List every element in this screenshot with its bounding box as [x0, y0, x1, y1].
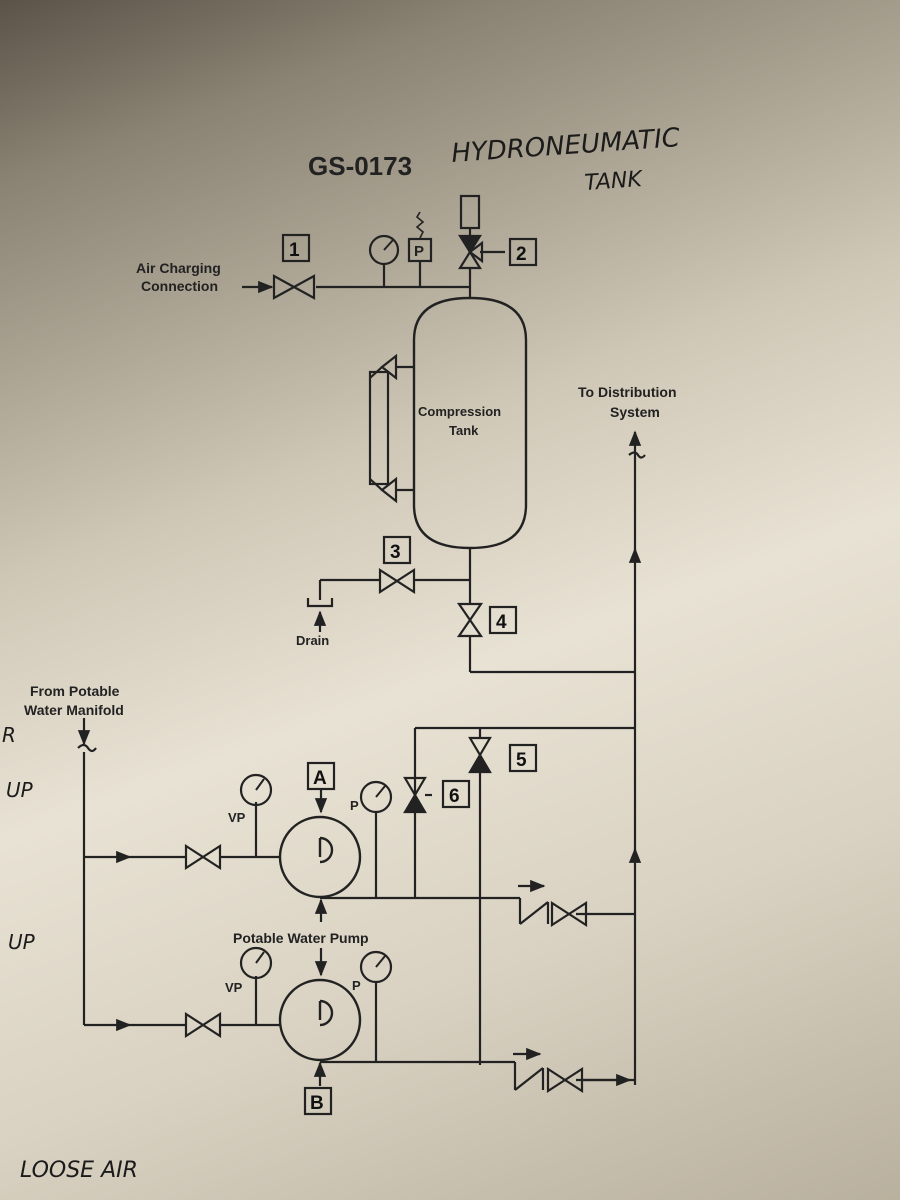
valve-4 — [456, 602, 484, 638]
suction-valve-lower — [184, 1011, 222, 1039]
margin-note-2: UP — [6, 778, 34, 802]
handwritten-title-tank: TANK — [584, 167, 645, 196]
check-valve-upper — [518, 879, 550, 925]
pressure-switch-label: P — [414, 243, 424, 260]
air-charging-label: Air Charging — [136, 260, 221, 276]
pressure-gauge-icon — [359, 780, 393, 814]
margin-note-3: UP — [8, 930, 36, 954]
suction-valve-upper — [184, 843, 222, 871]
compression-tank-label-2: Tank — [449, 423, 479, 438]
vacuum-gauge-icon — [239, 946, 273, 980]
callout-2: 2 — [516, 244, 527, 265]
vp-label-lower: VP — [225, 980, 243, 995]
air-charging-label-2: Connection — [141, 278, 218, 294]
valve-6 — [403, 776, 432, 814]
handwritten-title: HYDRONEUMATIC — [450, 123, 681, 169]
document-code: GS-0173 — [308, 151, 412, 181]
discharge-valve-lower — [546, 1066, 584, 1094]
margin-note-1: R — [2, 723, 16, 747]
callout-box-5 — [508, 743, 538, 773]
compression-tank-label: Compression — [418, 404, 501, 419]
from-potable-label: From Potable — [30, 683, 120, 699]
to-distribution-label: To Distribution — [578, 384, 677, 400]
callout-box-b — [303, 1086, 333, 1116]
compression-tank: Compression Tank — [412, 296, 528, 550]
callout-1: 1 — [289, 240, 300, 261]
margin-note-4: LOOSE AIR — [20, 1158, 138, 1183]
callout-box-4 — [488, 605, 518, 635]
valve-3 — [378, 567, 416, 595]
pump-b — [278, 978, 362, 1062]
drain-label: Drain — [296, 633, 329, 648]
callout-3: 3 — [390, 542, 401, 563]
callout-6: 6 — [449, 786, 460, 807]
potable-water-pump-label: Potable Water Pump — [233, 930, 369, 946]
pressure-gauge-icon — [368, 234, 400, 266]
callout-4: 4 — [496, 612, 507, 633]
sight-glass — [368, 353, 414, 504]
callout-box-a — [306, 761, 336, 791]
pump-b-label: B — [310, 1093, 324, 1114]
p-label-lower: P — [352, 978, 361, 993]
from-potable-label-2: Water Manifold — [24, 702, 124, 718]
callout-box-3 — [382, 535, 412, 565]
pump-a-label: A — [313, 768, 327, 789]
callout-5: 5 — [516, 750, 527, 771]
pressure-switch-icon: P — [407, 211, 433, 263]
valve-5 — [468, 736, 492, 774]
vacuum-gauge-icon — [239, 773, 273, 807]
relief-valve-icon — [458, 194, 484, 270]
callout-box-2 — [508, 237, 538, 267]
check-valve-lower — [513, 1047, 545, 1091]
callout-box-1 — [281, 233, 311, 263]
discharge-valve-upper — [550, 900, 588, 928]
pump-a — [278, 815, 362, 899]
valve-1 — [272, 274, 316, 300]
to-distribution-label-2: System — [610, 404, 660, 420]
vp-label-upper: VP — [228, 810, 246, 825]
p-label-upper: P — [350, 798, 359, 813]
callout-box-6 — [441, 779, 471, 809]
pressure-gauge-icon — [359, 950, 393, 984]
